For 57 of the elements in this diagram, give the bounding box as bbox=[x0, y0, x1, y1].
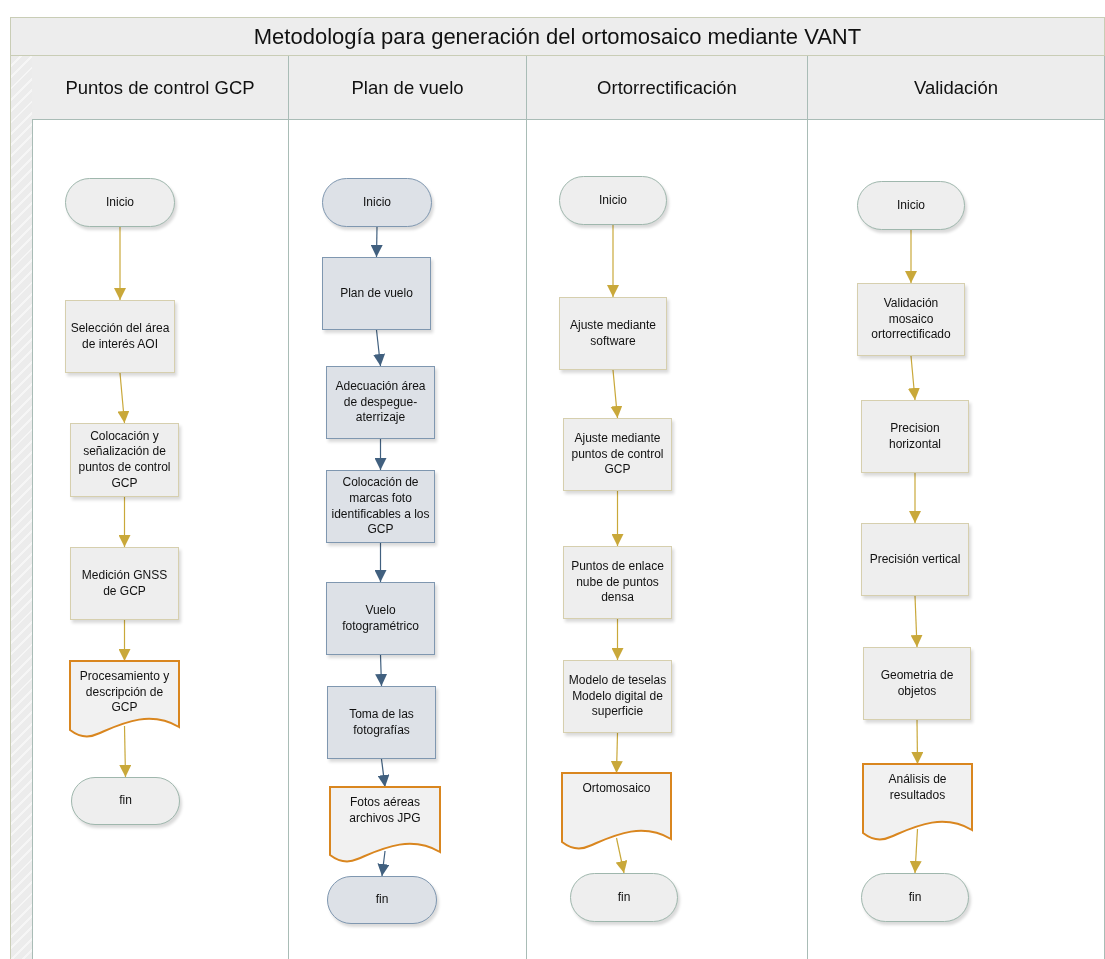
terminator-shape: Inicio bbox=[857, 181, 965, 230]
terminator-shape: fin bbox=[327, 876, 437, 924]
process-box: Colocación y señalización de puntos de control GCP bbox=[70, 423, 179, 497]
pool-title: Metodología para generación del ortomosaico mediante VANT bbox=[10, 17, 1105, 56]
flow-arrow bbox=[610, 369, 623, 419]
process-box: Precision horizontal bbox=[861, 400, 969, 473]
flow-arrow bbox=[905, 229, 917, 284]
process-box: Toma de las fotografías bbox=[327, 686, 436, 759]
process-box: Vuelo fotogramétrico bbox=[326, 582, 435, 655]
flow-arrow bbox=[610, 732, 623, 774]
swimlane bbox=[289, 56, 527, 959]
process-box: Puntos de enlace nube de puntos densa bbox=[563, 546, 672, 619]
lane-header: Puntos de control GCP bbox=[32, 56, 288, 120]
flow-arrow bbox=[119, 725, 132, 778]
process-box: Selección del área de interés AOI bbox=[65, 300, 175, 373]
flow-arrow bbox=[374, 542, 387, 583]
flow-arrow bbox=[607, 224, 619, 298]
lane-header: Validación bbox=[808, 56, 1104, 120]
process-box: Ajuste mediante puntos de control GCP bbox=[563, 418, 672, 491]
process-box: Ajuste mediante software bbox=[559, 297, 667, 370]
process-box: Validación mosaico ortorrectificado bbox=[857, 283, 965, 356]
terminator-shape: fin bbox=[570, 873, 678, 922]
flow-arrow bbox=[909, 472, 921, 524]
flow-arrow bbox=[907, 355, 920, 401]
flow-arrow bbox=[114, 226, 126, 301]
flow-arrow bbox=[374, 438, 387, 471]
swimlane bbox=[808, 56, 1105, 959]
flow-arrow bbox=[910, 595, 923, 648]
process-box: Precisión vertical bbox=[861, 523, 969, 596]
terminator-shape: Inicio bbox=[65, 178, 175, 227]
flow-arrow bbox=[377, 850, 390, 877]
terminator-shape: Inicio bbox=[322, 178, 432, 227]
swimlane bbox=[527, 56, 808, 959]
terminator-shape: fin bbox=[861, 873, 969, 922]
flow-arrow bbox=[373, 329, 386, 367]
process-box: Plan de vuelo bbox=[322, 257, 431, 330]
flow-arrow bbox=[370, 226, 383, 258]
process-box: Modelo de teselas Modelo digital de superficie bbox=[563, 660, 672, 733]
flow-arrow bbox=[377, 758, 390, 788]
flow-arrow bbox=[117, 372, 130, 424]
process-box: Geometria de objetos bbox=[863, 647, 971, 720]
swimlane bbox=[32, 56, 289, 959]
flow-arrow bbox=[611, 490, 624, 547]
process-box: Colocación de marcas foto identificables a los GCP bbox=[326, 470, 435, 543]
flow-arrow bbox=[118, 619, 131, 662]
lane-header: Plan de vuelo bbox=[289, 56, 526, 120]
flow-arrow bbox=[615, 837, 628, 874]
terminator-shape: Inicio bbox=[559, 176, 667, 225]
flow-arrow bbox=[118, 496, 131, 548]
flow-arrow bbox=[909, 828, 922, 874]
flow-arrow bbox=[375, 654, 388, 687]
lane-header: Ortorrectificación bbox=[527, 56, 807, 120]
flow-arrow bbox=[911, 719, 924, 765]
flow-arrow bbox=[611, 618, 624, 661]
process-box: Adecuación área de despegue-aterrizaje bbox=[326, 366, 435, 439]
process-box: Medición GNSS de GCP bbox=[70, 547, 179, 620]
terminator-shape: fin bbox=[71, 777, 180, 825]
